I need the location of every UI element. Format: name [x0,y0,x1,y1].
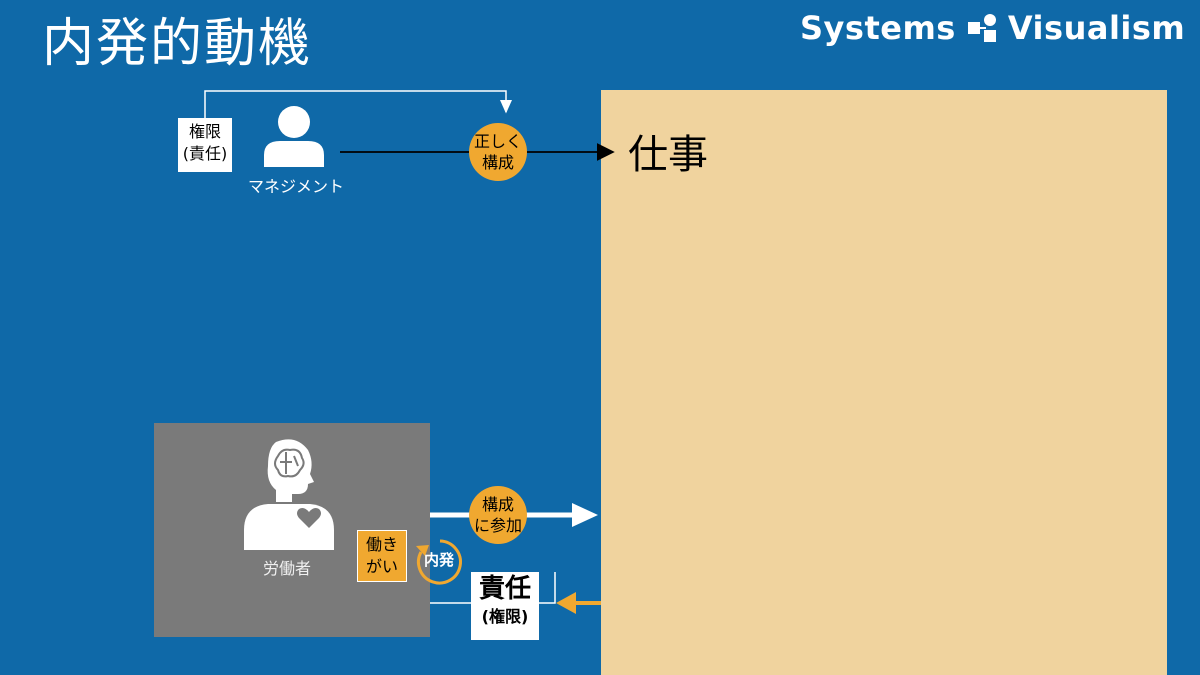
heart-icon [297,508,321,528]
brand-logo: Systems Visualism [800,8,1185,48]
participate-circle-line2: に参加 [473,516,522,535]
work-label: 仕事 [628,132,708,178]
person-icon [264,106,324,167]
participate-in-configuration-circle: 構成 に参加 [469,486,527,544]
authority-feedback-line [204,90,512,118]
brand-left-word: Systems [800,9,956,47]
intrinsic-cycle-icon [416,539,462,585]
systems-visualism-logo-icon [967,14,996,42]
authority-box: 権限 (責任) [178,118,232,172]
brain-icon [274,448,305,478]
configure-circle-line1: 正しく [473,132,522,151]
brand-right-word: Visualism [1007,9,1186,47]
responsibility-arrow-head [556,592,576,614]
worker-label: 労働者 [263,559,312,578]
participation-arrow-head [572,503,598,527]
responsibility-box: 責任 (権限) [471,572,539,640]
worth-doing-line1: 働き [365,535,398,554]
authority-line2: (責任) [182,144,228,163]
work-panel [601,90,1167,675]
configure-correctly-circle: 正しく 構成 [469,123,527,181]
worth-doing-line2: がい [365,557,398,576]
person-brain-heart-icon [244,439,334,550]
authority-line1: 権限 [188,122,221,141]
worth-doing-box: 働き がい [357,530,407,582]
intrinsic-cycle-label: 内発 [424,551,455,569]
participate-circle-line1: 構成 [481,495,514,514]
page-title: 内発的動機 [42,14,313,74]
responsibility-label: 責任 [478,574,531,604]
management-label: マネジメント [248,177,345,196]
responsibility-authority-label: (権限) [481,607,529,626]
configure-circle-line2: 構成 [481,153,514,172]
